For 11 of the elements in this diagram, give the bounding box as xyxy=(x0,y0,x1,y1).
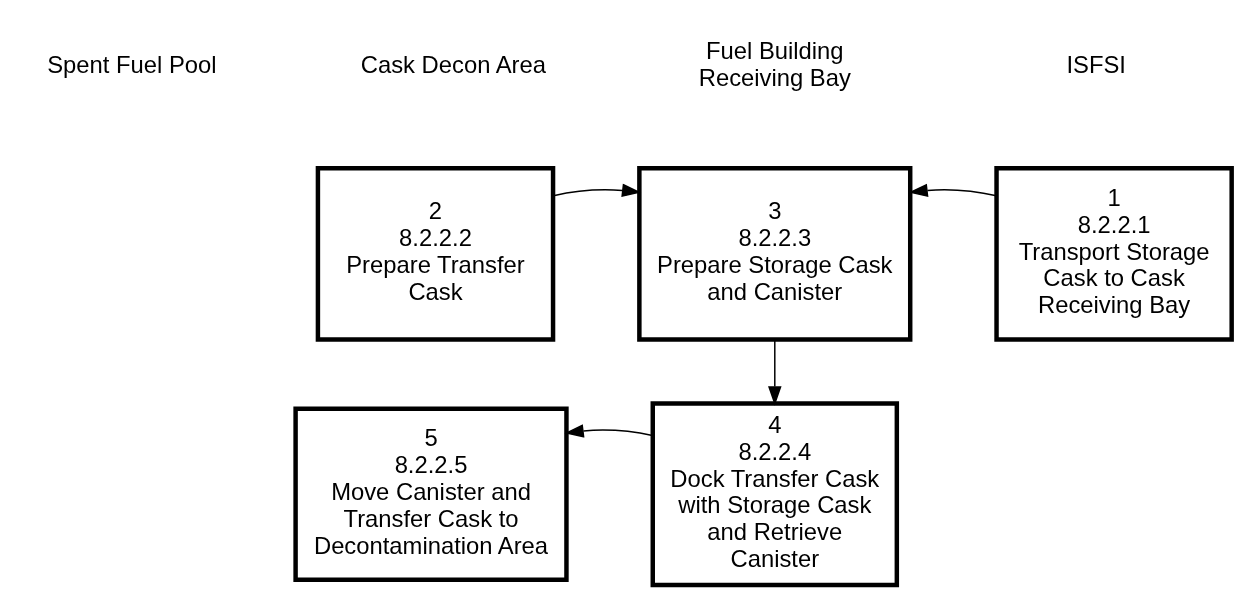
label: Fuel Building Receiving Bay xyxy=(698,36,851,91)
arrow xyxy=(564,423,654,438)
node-box: 1 8.2.2.1 Transport Storage Cask to Cask Receiving Bay xyxy=(994,165,1234,342)
label: Cask Decon Area xyxy=(360,50,546,78)
node-box: 3 8.2.2.3 Prepare Storage Cask and Canister xyxy=(637,165,913,342)
node-box: 5 8.2.2.5 Move Canister and Transfer Cask to Decontamination Area xyxy=(293,405,569,582)
label: Spent Fuel Pool xyxy=(47,50,217,78)
node-box: 4 8.2.2.4 Dock Transfer Cask with Storage Cask and Retrieve Canister xyxy=(650,400,900,587)
node-box: 2 8.2.2.2 Prepare Transfer Cask xyxy=(315,165,556,342)
label: ISFSI xyxy=(1066,50,1126,78)
arrow xyxy=(768,338,782,406)
